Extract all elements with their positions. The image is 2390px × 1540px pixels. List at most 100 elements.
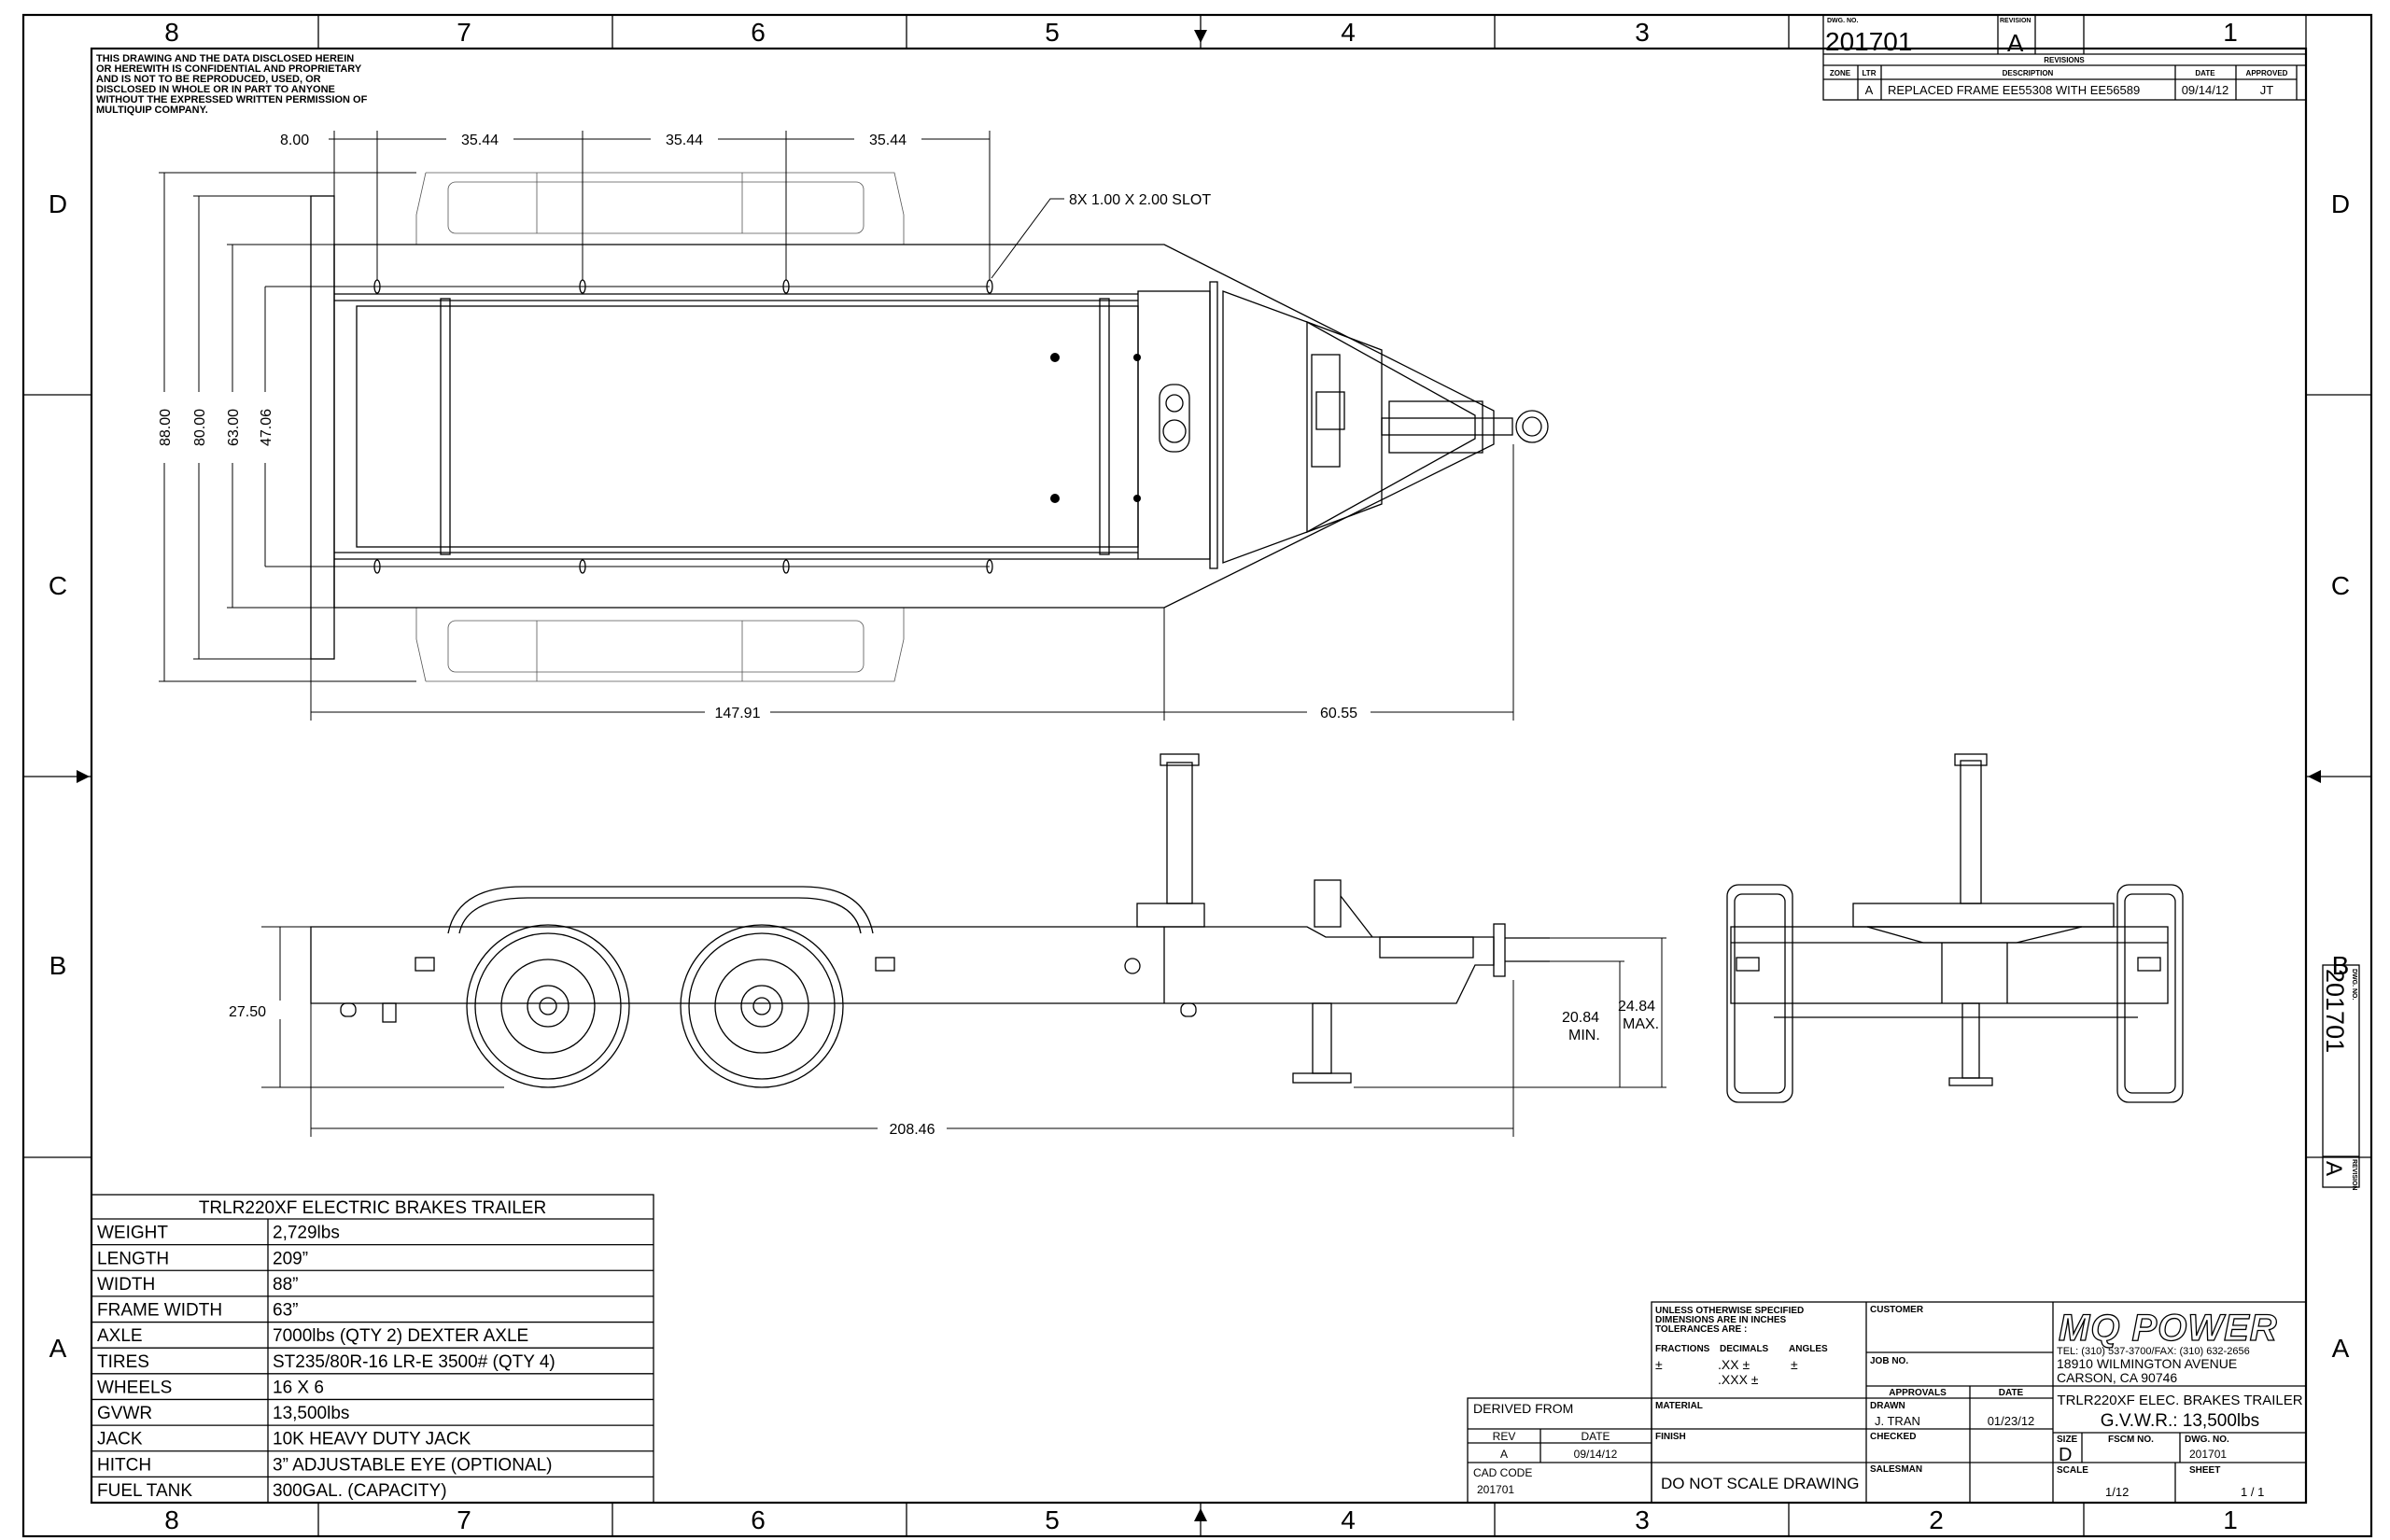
dim-frame-height: 27.50 — [229, 1004, 266, 1020]
spec-value: 63” — [273, 1301, 298, 1321]
zone-label: 3 — [1635, 18, 1650, 47]
dim-tongue-length: 60.55 — [1320, 706, 1357, 721]
spec-value: 300GAL. (CAPACITY) — [273, 1481, 447, 1501]
rear-frame — [1730, 926, 2169, 1004]
column-header: APPROVED — [2246, 69, 2288, 77]
jack-stand — [1312, 1002, 1332, 1074]
drawing-gvwr: G.V.W.R.: 13,500lbs — [2101, 1411, 2259, 1431]
fractions-tolerance: ± — [1655, 1357, 1663, 1372]
zone-label: 4 — [1341, 18, 1356, 47]
zone-label: 3 — [1635, 1505, 1650, 1534]
stamp-dwg-no: 201701 — [2321, 969, 2349, 1053]
dim-overall-width: 88.00 — [158, 409, 174, 446]
stamp-revision-label: REVISION — [2351, 1159, 2357, 1190]
spec-label: WEIGHT — [97, 1224, 168, 1243]
zone-label: C — [49, 571, 67, 600]
arrow-left-icon — [2308, 770, 2321, 783]
zone-label: 5 — [1045, 1505, 1060, 1534]
spec-value: 209” — [273, 1249, 308, 1268]
spec-label: FUEL TANK — [97, 1481, 192, 1501]
spec-value: 16 X 6 — [273, 1378, 324, 1397]
spec-label: HITCH — [97, 1455, 151, 1475]
frame-outline — [333, 244, 1495, 609]
coupler-plate — [1388, 400, 1483, 454]
dwg-no-label: DWG. NO. — [2185, 1435, 2229, 1445]
rev-date-value: 09/14/12 — [1574, 1448, 1618, 1461]
do-not-scale-note: DO NOT SCALE DRAWING — [1661, 1475, 1860, 1492]
zone-label: 4 — [1341, 1505, 1356, 1534]
decimals-xx-tolerance: .XX ± — [1718, 1357, 1750, 1372]
dim-slot-width: 47.06 — [259, 409, 274, 446]
finish-label: FINISH — [1655, 1432, 1686, 1442]
slot-callout: 8X 1.00 X 2.00 SLOT — [1069, 192, 1211, 208]
dwg-no-label: DWG. NO. — [1827, 18, 1858, 24]
dim-hitch-max-label: MAX. — [1623, 1016, 1659, 1032]
size-label: SIZE — [2057, 1435, 2078, 1445]
dim-frame-width: 63.00 — [226, 409, 242, 446]
outer-border — [21, 13, 2373, 1538]
zone-labels-bottom: 8 7 6 5 4 3 2 1 — [164, 1505, 2238, 1534]
drawn-date: 01/23/12 — [1988, 1414, 2035, 1428]
zone-label: D — [2331, 189, 2350, 218]
title-block: DERIVED FROM REV DATE A 09/14/12 CAD COD… — [1467, 1301, 2307, 1504]
revision-letter: A — [2007, 29, 2024, 57]
spec-label: AXLE — [97, 1326, 143, 1346]
arrow-right-icon — [77, 770, 90, 783]
spec-table: TRLR220XF ELECTRIC BRAKES TRAILER WEIGHT… — [91, 1194, 654, 1504]
spec-value: ST235/80R-16 LR-E 3500# (QTY 4) — [273, 1352, 555, 1372]
size-value: D — [2059, 1445, 2072, 1465]
angles-label: ANGLES — [1789, 1344, 1828, 1354]
top-view-dimensions: 8.00 35.44 35.44 35.44 88.00 80.00 63.00… — [155, 131, 1514, 721]
notice-line: AND IS NOT TO BE REPRODUCED, USED, OR — [96, 74, 321, 85]
spec-table-title: TRLR220XF ELECTRIC BRAKES TRAILER — [199, 1198, 546, 1218]
dim-slot-spacing: 35.44 — [869, 133, 907, 148]
checked-label: CHECKED — [1870, 1432, 1916, 1442]
notice-line: THIS DRAWING AND THE DATA DISCLOSED HERE… — [96, 53, 354, 64]
drawing-title: TRLR220XF ELEC. BRAKES TRAILER — [2057, 1393, 2302, 1408]
dim-hitch-max: 24.84 — [1618, 999, 1655, 1015]
rev-value: A — [1500, 1448, 1508, 1461]
spec-value: 13,500lbs — [273, 1404, 349, 1423]
spec-value: 2,729lbs — [273, 1224, 340, 1243]
zone-label: 5 — [1045, 18, 1060, 47]
company-address-line: CARSON, CA 90746 — [2057, 1370, 2177, 1385]
dim-end-offset: 8.00 — [280, 133, 309, 148]
fender-bottom — [415, 608, 905, 682]
revision-ltr: A — [1865, 83, 1874, 97]
inner-border — [90, 47, 2308, 1505]
tire-right — [2116, 884, 2184, 1103]
dim-frame-length: 147.91 — [715, 706, 761, 721]
wheel — [466, 924, 630, 1088]
notice-line: WITHOUT THE EXPRESSED WRITTEN PERMISSION… — [96, 94, 368, 105]
spec-label: WIDTH — [97, 1275, 155, 1295]
spec-label: WHEELS — [97, 1378, 172, 1397]
spec-label: JACK — [97, 1430, 143, 1449]
fscm-label: FSCM NO. — [2108, 1435, 2154, 1445]
dim-slot-spacing: 35.44 — [666, 133, 703, 148]
revision-block: DWG. NO. 201701 REVISION A 1 REVISIONS Z… — [1822, 14, 2307, 101]
spec-value: 88” — [273, 1275, 298, 1295]
side-stamp: DWG. NO. 201701 REVISION A — [2321, 964, 2360, 1190]
sheet-label: SHEET — [2189, 1465, 2220, 1476]
frame-slots — [373, 279, 993, 574]
cad-code: 201701 — [1477, 1483, 1514, 1496]
zone-label: A — [49, 1334, 67, 1363]
revision-label: REVISION — [2000, 18, 2031, 24]
customer-label: CUSTOMER — [1870, 1305, 1924, 1315]
zone-label: 6 — [751, 1505, 766, 1534]
zone-dividers — [23, 15, 2371, 1536]
zone-label: 7 — [457, 18, 471, 47]
zone-labels-left: D C B A — [49, 189, 67, 1363]
column-header: LTR — [1863, 69, 1877, 77]
drawn-label: DRAWN — [1870, 1401, 1905, 1411]
dim-overall-length: 208.46 — [890, 1122, 935, 1138]
deck — [356, 305, 1139, 548]
stamp-dwg-no-label: DWG. NO. — [2351, 969, 2357, 1000]
spec-value: 10K HEAVY DUTY JACK — [273, 1430, 471, 1449]
spec-value: 7000lbs (QTY 2) DEXTER AXLE — [273, 1326, 528, 1346]
spec-label: TIRES — [97, 1352, 149, 1372]
sheet-value: 1 / 1 — [2241, 1485, 2264, 1499]
